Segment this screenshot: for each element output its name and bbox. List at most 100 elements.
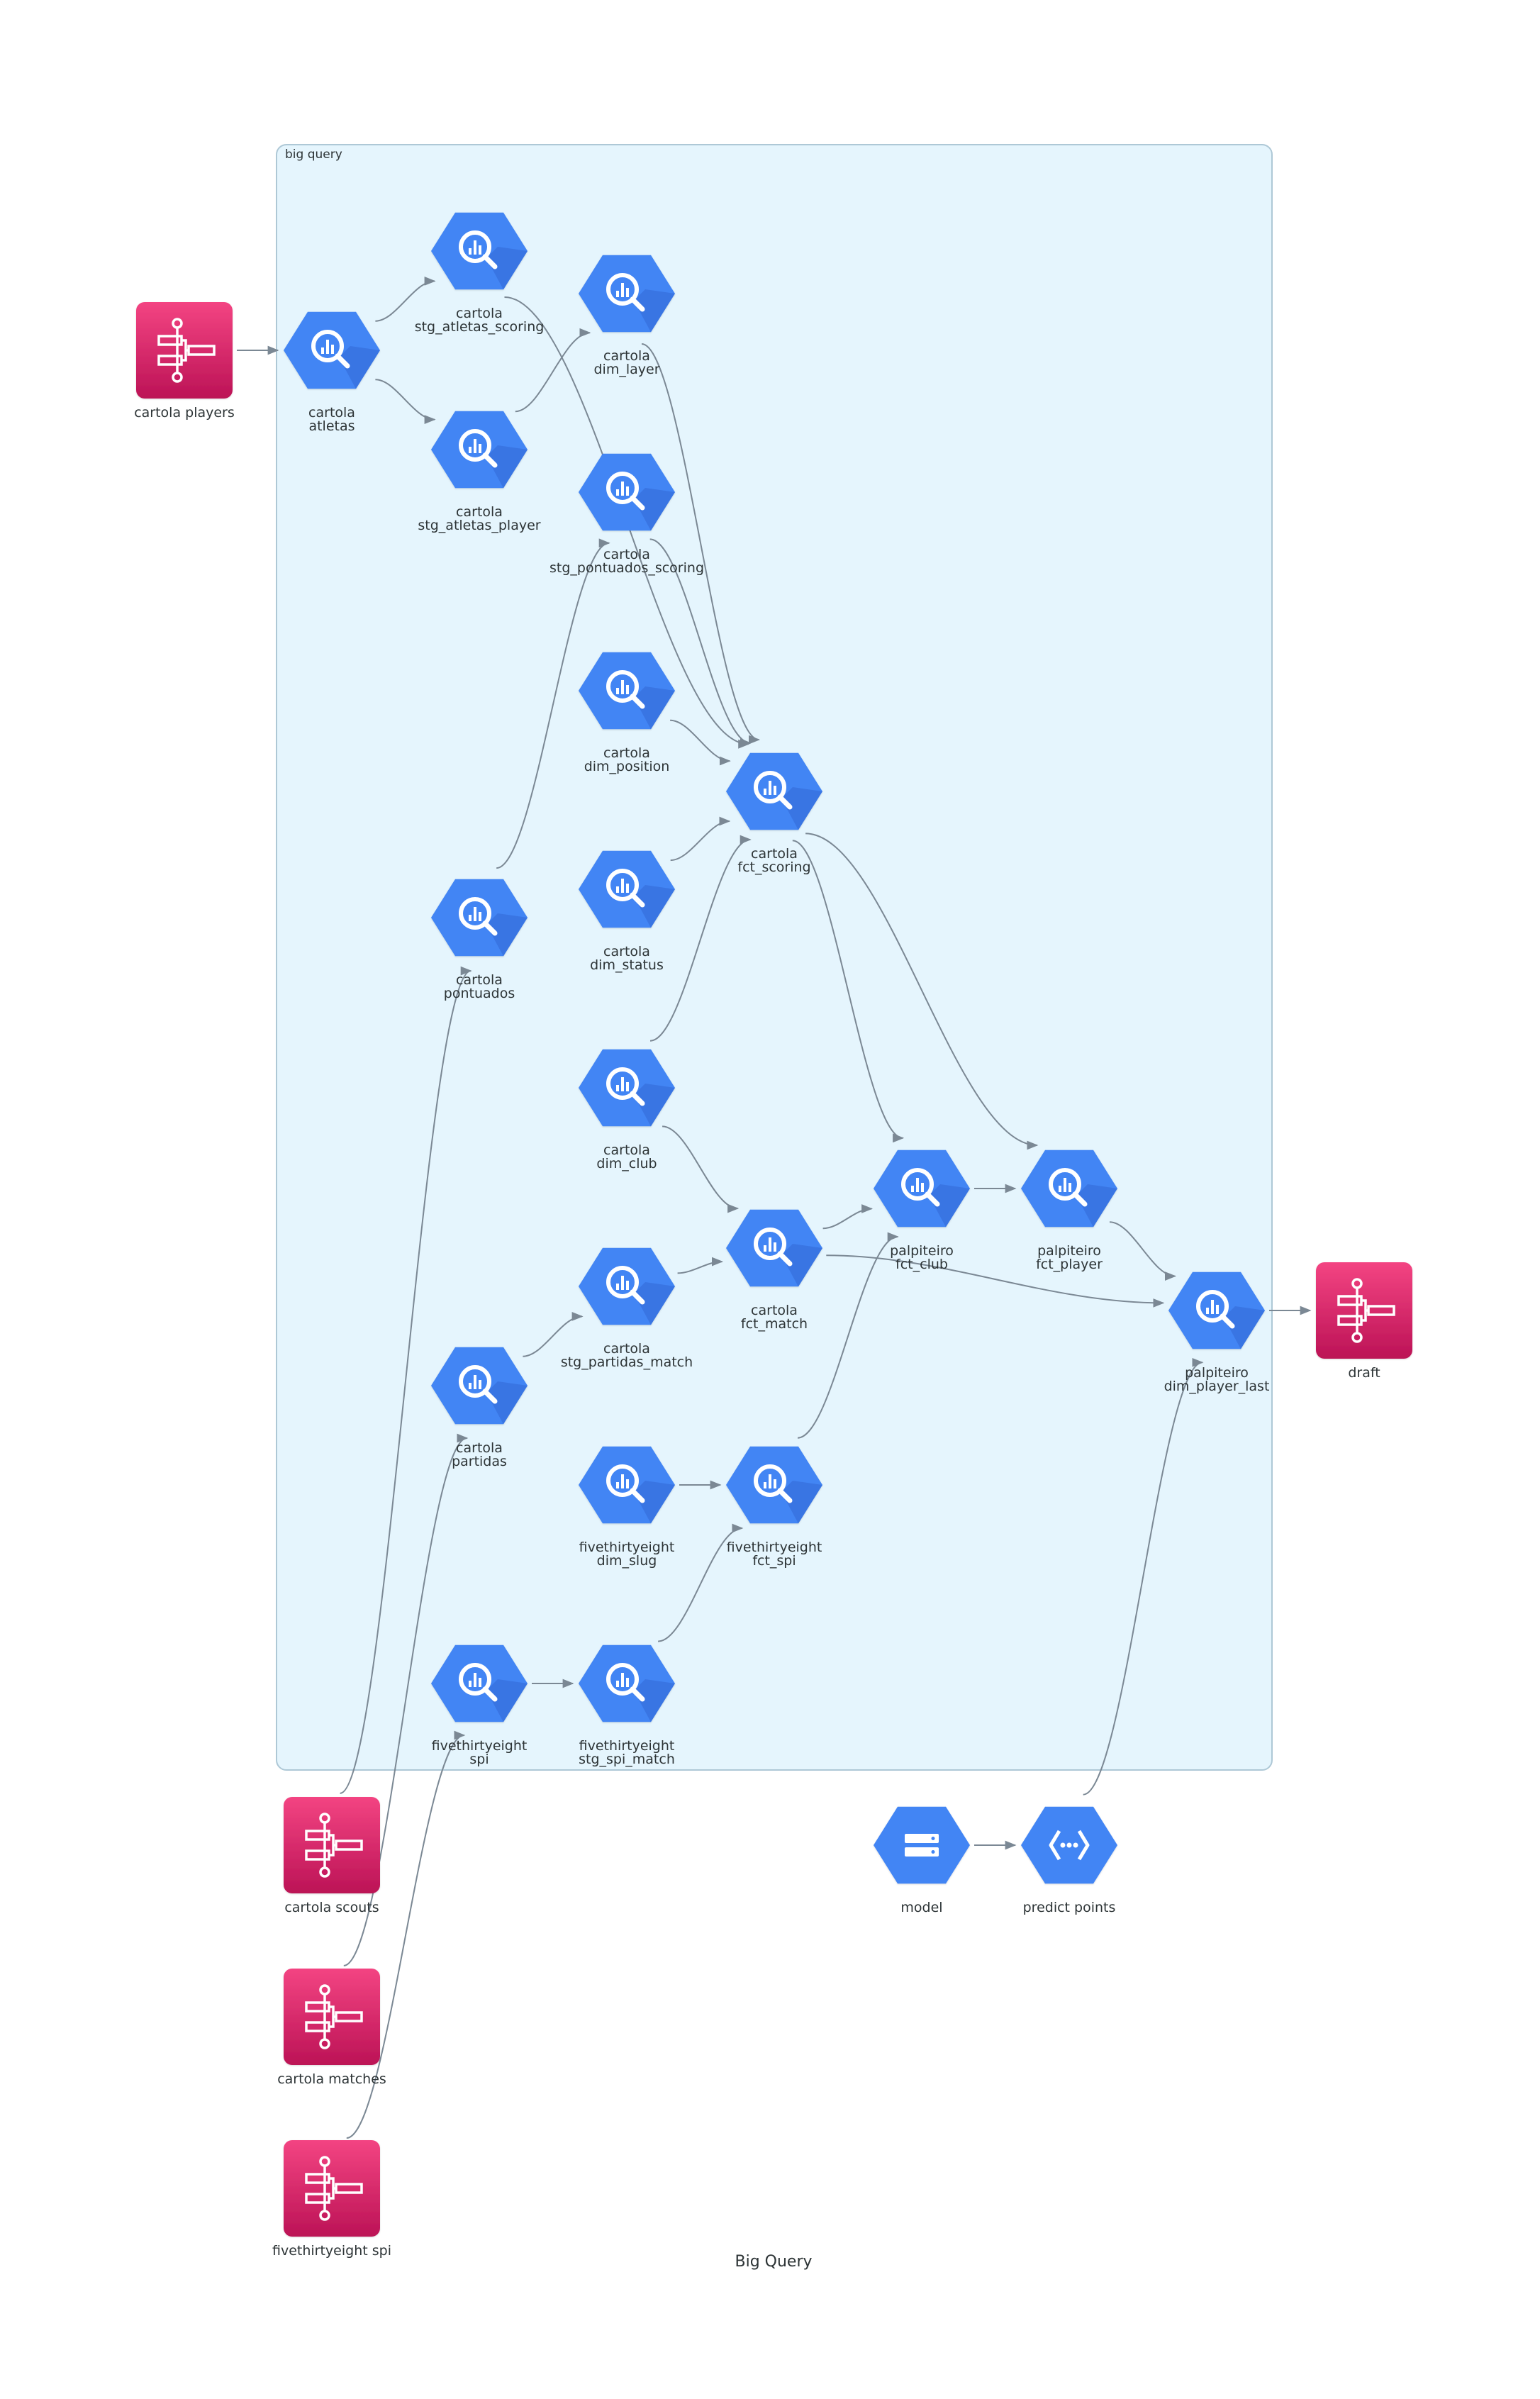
edge-stg-pontuados-scoring-to-fct-scoring — [649, 538, 752, 748]
bigquery-icon — [874, 1150, 970, 1228]
edge-atletas-to-stg-atletas-player — [375, 379, 436, 424]
node-label: atletas — [308, 418, 355, 434]
node-predict-points[interactable]: predict points — [1021, 1806, 1117, 1915]
node-label: model — [900, 1900, 942, 1915]
node-fte-spi-src[interactable]: fivethirtyeight spi — [272, 2140, 391, 2259]
nodes-layer: cartola players cartola scouts cartola mat… — [134, 212, 1412, 2259]
node-label: cartola players — [134, 405, 235, 421]
edge-dim-position-to-fct-scoring — [670, 719, 731, 766]
bigquery-icon — [431, 1347, 528, 1425]
node-label: fivethirtyeight — [579, 1540, 675, 1555]
bigquery-icon — [579, 850, 675, 928]
node-cartola-matches[interactable]: cartola matches — [277, 1969, 386, 2087]
node-label: cartola — [603, 745, 650, 761]
node-draft[interactable]: draft — [1316, 1262, 1412, 1381]
storage-icon — [874, 1806, 970, 1884]
bigquery-icon — [726, 1446, 822, 1524]
node-label: palpiteiro — [890, 1243, 954, 1259]
edges-layer — [237, 277, 1312, 2139]
edge-dim-club-to-fct-scoring — [649, 835, 752, 1042]
node-label: fct_club — [895, 1257, 948, 1272]
bigquery-icon — [284, 311, 380, 389]
edge-dim-layer-to-fct-scoring — [641, 343, 760, 745]
cluster-label: big query — [285, 147, 342, 162]
node-label: dim_layer — [593, 362, 659, 377]
node-label: pontuados — [444, 986, 515, 1001]
bigquery-icon — [431, 411, 528, 489]
edge-fct-scoring-to-palp-fct-club — [792, 840, 905, 1143]
step-functions-icon — [1316, 1262, 1412, 1359]
node-label: fivethirtyeight — [727, 1540, 822, 1555]
edge-fte-spi-src-to-fte-spi — [346, 1730, 466, 2139]
node-label: palpiteiro — [1037, 1243, 1101, 1259]
node-label: predict points — [1023, 1900, 1116, 1915]
node-label: fivethirtyeight spi — [272, 2243, 391, 2259]
node-label: cartola — [603, 1341, 650, 1357]
node-label: stg_atletas_scoring — [415, 319, 545, 335]
node-label: cartola — [456, 306, 503, 321]
node-label: cartola — [308, 405, 355, 421]
bigquery-icon — [579, 1644, 675, 1722]
node-label: cartola scouts — [284, 1900, 379, 1915]
node-label: cartola matches — [277, 2071, 386, 2087]
edge-partidas-to-stg-partidas-match — [523, 1312, 584, 1357]
bigquery-icon — [579, 1247, 675, 1325]
node-label: stg_spi_match — [579, 1752, 675, 1767]
node-cartola-players[interactable]: cartola players — [134, 302, 235, 421]
node-label: dim_club — [596, 1156, 657, 1171]
bigquery-icon — [579, 1049, 675, 1127]
bigquery-icon — [431, 212, 528, 290]
big-query-cluster — [276, 144, 1273, 1771]
node-label: cartola — [456, 504, 503, 520]
node-label: cartola — [751, 846, 798, 862]
edge-stg-partidas-match-to-fct-match — [677, 1257, 723, 1274]
node-cartola-scouts[interactable]: cartola scouts — [284, 1797, 380, 1915]
diagram-title: Big Query — [735, 2253, 812, 2271]
edge-fte-fct-spi-to-palp-fct-club — [797, 1232, 899, 1439]
node-model[interactable]: model — [874, 1806, 970, 1915]
bigquery-icon — [579, 652, 675, 730]
bigquery-icon — [431, 1644, 528, 1722]
edge-fct-match-to-palp-dim-player-last — [826, 1254, 1165, 1308]
node-label: cartola — [456, 1440, 503, 1456]
edge-atletas-to-stg-atletas-scoring — [375, 277, 436, 322]
edge-predict-points-to-palp-dim-player-last — [1083, 1358, 1204, 1796]
edge-dim-club-to-fct-match — [662, 1125, 740, 1213]
node-label: cartola — [603, 1142, 650, 1158]
node-label: cartola — [603, 348, 650, 364]
bigquery-icon — [579, 453, 675, 531]
node-label: stg_partidas_match — [561, 1354, 693, 1370]
edge-dim-status-to-fct-scoring — [670, 816, 731, 862]
node-label: cartola — [603, 547, 650, 562]
node-label: dim_player_last — [1164, 1379, 1270, 1394]
node-label: cartola — [751, 1303, 798, 1318]
step-functions-icon — [284, 1969, 380, 2065]
node-label: draft — [1348, 1365, 1380, 1381]
edge-cartola-matches-to-partidas — [343, 1433, 469, 1966]
node-label: stg_pontuados_scoring — [549, 560, 704, 576]
node-label: cartola — [603, 944, 650, 959]
bigquery-icon — [579, 1446, 675, 1524]
edge-palp-fct-player-to-palp-dim-player-last — [1109, 1221, 1176, 1281]
edge-fct-scoring-to-palp-fct-player — [805, 833, 1039, 1150]
